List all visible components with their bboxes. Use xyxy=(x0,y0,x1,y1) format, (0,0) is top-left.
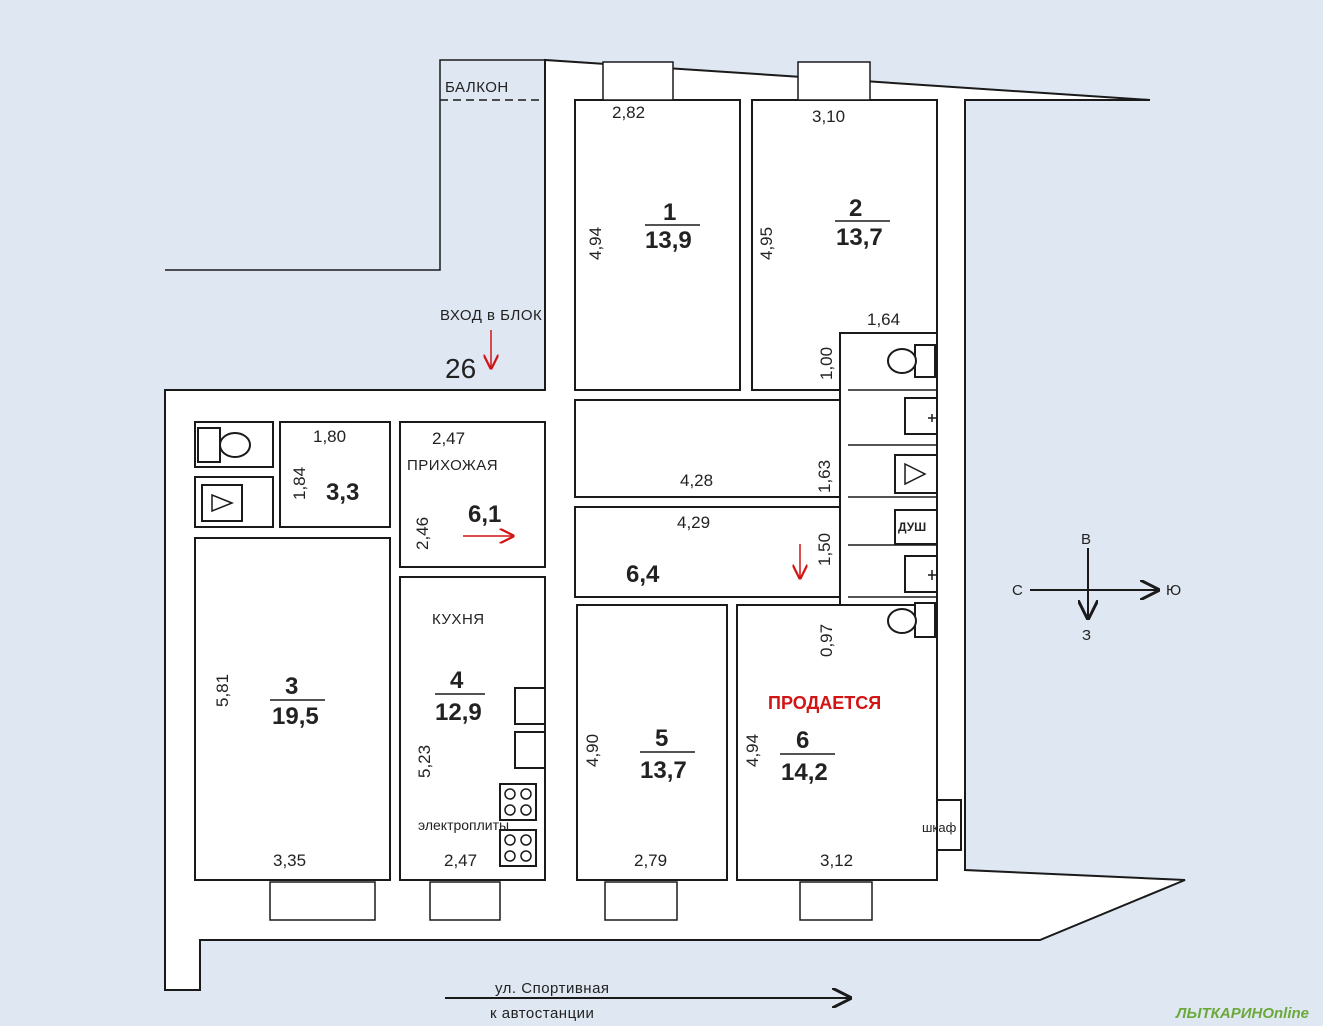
bath-dim-1: 1,00 xyxy=(817,347,836,380)
shower-cell xyxy=(894,509,938,545)
room-6-bottom-dim: 3,12 xyxy=(820,851,853,870)
room-3-bottom-dim: 3,35 xyxy=(273,851,306,870)
closet xyxy=(936,799,962,851)
toilet-icon xyxy=(887,344,936,378)
bath-dim-2: 1,63 xyxy=(815,460,834,493)
room-2-side-dim: 4,95 xyxy=(757,227,776,260)
room-2-top-dim: 3,10 xyxy=(812,107,845,126)
toilet-icon xyxy=(887,602,936,638)
room-5 xyxy=(576,604,728,881)
room-5-side-dim: 4,90 xyxy=(583,734,602,767)
kitchen-label: КУХНЯ xyxy=(432,611,485,628)
hallway xyxy=(399,421,546,568)
room-1-area: 13,9 xyxy=(645,227,692,254)
bus-station-label: к автостанции xyxy=(490,1005,594,1022)
window xyxy=(799,881,873,921)
bath-width-dim: 1,64 xyxy=(867,310,900,329)
kitchen-sink-icon xyxy=(514,687,546,725)
room-1-side-dim: 4,94 xyxy=(586,227,605,260)
compass xyxy=(1030,548,1158,618)
corridor-upper xyxy=(574,399,841,498)
window xyxy=(602,61,674,101)
corridor-dim-1: 4,28 xyxy=(680,471,713,490)
street-label: ул. Спортивная xyxy=(495,980,610,997)
window xyxy=(797,61,871,101)
hall-area: 6,1 xyxy=(468,501,501,528)
shower-label: ДУШ xyxy=(898,520,926,534)
hall-width-dim: 2,47 xyxy=(432,429,465,448)
entry-label: ВХОД в БЛОК xyxy=(440,307,542,324)
room-1-top-dim: 2,82 xyxy=(612,103,645,122)
room-2-area: 13,7 xyxy=(836,224,883,251)
compass-west: С xyxy=(1012,582,1023,599)
room-1 xyxy=(574,99,741,391)
wc-height-dim: 1,84 xyxy=(290,467,309,500)
stove-icon xyxy=(499,783,537,821)
wc-width-dim: 1,80 xyxy=(313,427,346,446)
room-3 xyxy=(194,537,391,881)
corridor-lower xyxy=(574,506,841,598)
toilet-icon xyxy=(197,427,251,463)
urinal-icon xyxy=(894,454,938,494)
bath-dim-3: 1,50 xyxy=(815,533,834,566)
balcony-outline xyxy=(165,59,545,271)
room-3-side-dim: 5,81 xyxy=(213,674,232,707)
room-4-number: 4 xyxy=(450,667,464,694)
compass-south: З xyxy=(1082,627,1092,644)
room-6-side-dim: 4,94 xyxy=(743,734,762,767)
compass-north: В xyxy=(1081,531,1092,548)
window xyxy=(269,881,376,921)
wc-room xyxy=(279,421,391,528)
stoves-label: электроплиты xyxy=(418,817,509,833)
room-4-bottom-dim: 2,47 xyxy=(444,851,477,870)
window xyxy=(429,881,501,921)
for-sale-label: ПРОДАЕТСЯ xyxy=(768,693,881,713)
room-4-area: 12,9 xyxy=(435,699,482,726)
bath-dim-4: 0,97 xyxy=(817,624,836,657)
stove-icon xyxy=(499,829,537,867)
corridor-dim-2: 4,29 xyxy=(677,513,710,532)
room-6-number: 6 xyxy=(796,727,809,754)
hallway-label: ПРИХОЖАЯ xyxy=(407,457,498,474)
window xyxy=(604,881,678,921)
room-6-area: 14,2 xyxy=(781,759,828,786)
room-1-number: 1 xyxy=(663,199,676,226)
apartment-number: 26 xyxy=(445,353,476,384)
wc-area: 3,3 xyxy=(326,479,359,506)
kitchen-sink-icon xyxy=(514,731,546,769)
room-5-area: 13,7 xyxy=(640,757,687,784)
room-3-area: 19,5 xyxy=(272,703,319,730)
closet-label: шкаф xyxy=(922,820,957,835)
room-5-number: 5 xyxy=(655,725,668,752)
sink-icon xyxy=(904,397,938,435)
site-watermark: ЛЫТКАРИНОnline xyxy=(1176,1005,1309,1022)
sink-icon xyxy=(904,555,938,593)
hall-height-dim: 2,46 xyxy=(413,517,432,550)
balcony-label: БАЛКОН xyxy=(445,79,509,96)
room-6 xyxy=(736,604,938,881)
sink-icon xyxy=(201,484,243,522)
room-3-number: 3 xyxy=(285,673,298,700)
corridor-area: 6,4 xyxy=(626,561,660,588)
compass-east: Ю xyxy=(1166,582,1182,599)
room-5-bottom-dim: 2,79 xyxy=(634,851,667,870)
room-4-side-dim: 5,23 xyxy=(415,745,434,778)
room-2-number: 2 xyxy=(849,195,862,222)
